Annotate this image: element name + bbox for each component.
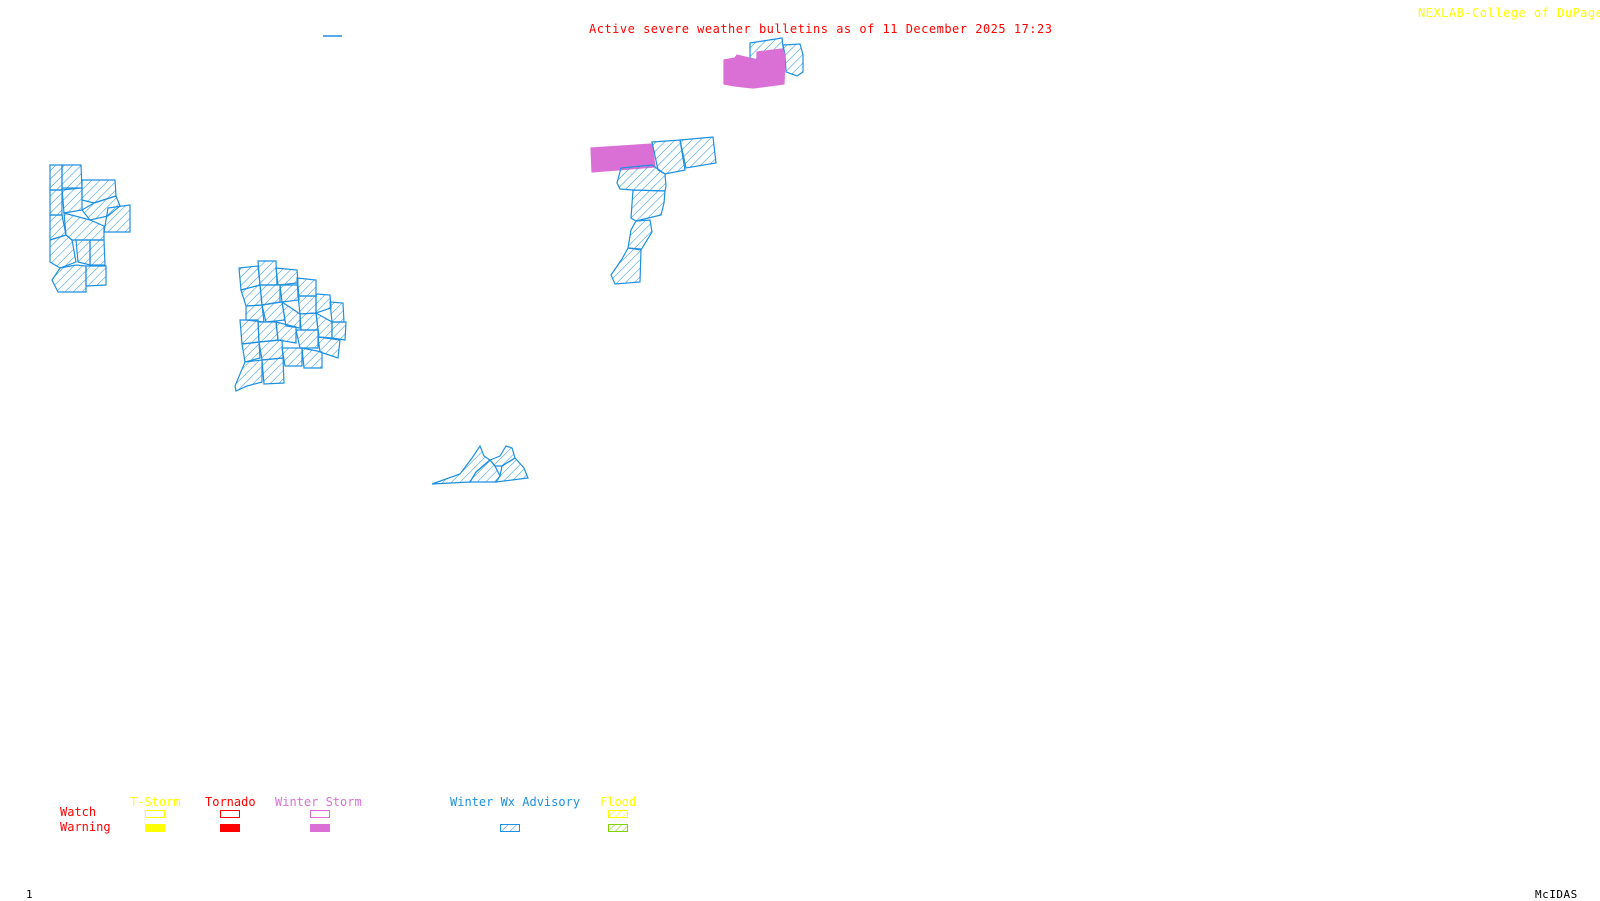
software-label: McIDAS [1535, 888, 1578, 901]
legend-row-label-watch: Watch [60, 805, 97, 819]
advisory-zone [275, 321, 297, 344]
legend-winter-wx-advisory-swatch [500, 824, 520, 832]
advisory-zone [75, 239, 91, 266]
advisory-zone [258, 339, 284, 361]
advisory-zone [630, 189, 666, 222]
advisory-zone [257, 321, 279, 343]
region-midsouth [234, 260, 347, 392]
advisory-zone [261, 357, 285, 385]
advisory-zone [261, 301, 286, 323]
advisory-zone [49, 234, 77, 269]
credit-label: NEXLAB-College of DuPage Ⓡ [1418, 6, 1600, 20]
legend-tstorm-warning-swatch [145, 824, 165, 832]
advisory-zone [295, 329, 319, 349]
legend-flood-warning-swatch [608, 824, 628, 832]
legend-header-tornado: Tornado [205, 795, 256, 809]
winter-storm-warning-zone [723, 48, 786, 89]
region-northeast [723, 37, 804, 89]
region-appalachia [431, 444, 529, 485]
advisory-zone [89, 239, 106, 266]
advisory-zone [782, 43, 804, 77]
advisory-zone [281, 300, 301, 329]
map-title: Active severe weather bulletins as of 11… [589, 22, 1053, 36]
advisory-zone [315, 293, 332, 314]
legend-header-flood: Flood [600, 795, 637, 809]
advisory-zone [301, 347, 323, 369]
advisory-zone [610, 247, 642, 285]
advisory-zone [49, 189, 63, 216]
advisory-zone [85, 265, 107, 287]
advisory-zone [489, 445, 516, 467]
legend-tornado-warning-swatch [220, 824, 240, 832]
advisory-zone [275, 267, 299, 286]
legend-winter-storm-warning-swatch [310, 824, 330, 832]
advisory-zone [241, 341, 261, 363]
legend-tstorm-watch-swatch [145, 810, 165, 818]
advisory-zone [679, 136, 717, 169]
advisory-zone [317, 336, 341, 359]
advisory-zone [239, 319, 260, 345]
advisory-zone [234, 359, 263, 392]
advisory-zone [627, 219, 653, 251]
region-plains-west [49, 164, 131, 293]
advisory-zone [259, 284, 281, 306]
advisory-zone [281, 347, 303, 367]
legend-tornado-watch-swatch [220, 810, 240, 818]
advisory-zone [49, 164, 63, 191]
advisory-zone [616, 164, 667, 192]
legend-winter-storm-watch-swatch [310, 810, 330, 818]
advisory-zone [61, 187, 83, 214]
advisory-zone [296, 277, 317, 297]
advisory-zone [299, 312, 319, 331]
advisory-zone [103, 204, 131, 233]
advisory-zone [329, 301, 345, 323]
advisory-zone [257, 260, 278, 286]
legend-header-winter-storm: Winter Storm [275, 795, 362, 809]
advisory-zone [494, 457, 529, 483]
advisory-zone [331, 321, 347, 341]
advisory-zone [651, 139, 686, 175]
legend-header-tstorm: T-Storm [130, 795, 181, 809]
legend-row-label-warning: Warning [60, 820, 111, 834]
advisory-zone [279, 284, 300, 303]
legend-header-winter-wx-advisory: Winter Wx Advisory [450, 795, 581, 809]
region-upstate [590, 136, 717, 285]
legend-flood-watch-swatch [608, 810, 628, 818]
frame-number: 1 [26, 888, 34, 901]
advisory-zone [297, 295, 317, 315]
advisory-zone [61, 164, 83, 191]
advisory-zone [51, 264, 87, 293]
